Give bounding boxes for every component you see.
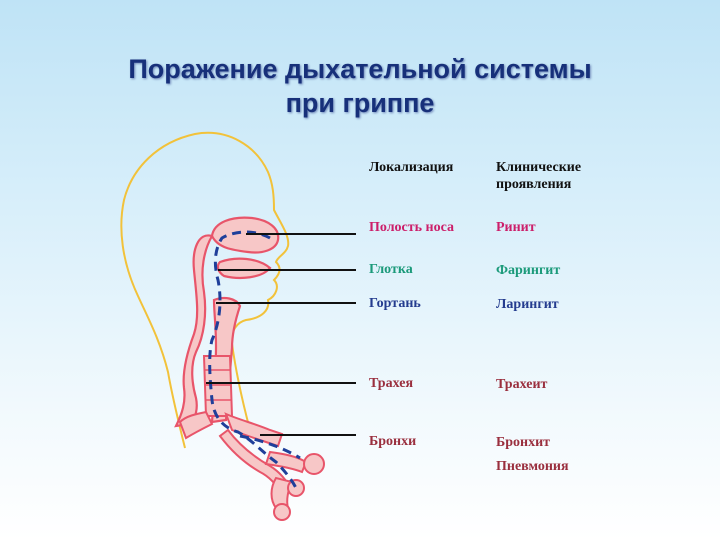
manifestation-rhinitis: Ринит	[496, 220, 536, 235]
site-trachea: Трахея	[369, 376, 414, 391]
alveolus-2	[287, 479, 305, 497]
alveolus-3	[273, 503, 291, 521]
manifestation-pharyngitis: Фарингит	[496, 263, 561, 278]
site-nasal-cavity: Полость носа	[369, 220, 455, 235]
head-outline	[120, 131, 290, 449]
site-larynx: Гортань	[369, 296, 421, 311]
nasal-cavity	[210, 216, 280, 254]
oral-cavity	[216, 257, 272, 279]
bronchial-branch-upper	[264, 450, 308, 474]
site-pharynx: Глотка	[369, 262, 413, 277]
header-clinical-2: проявления	[496, 177, 572, 192]
manifestation-pneumonia: Пневмония	[496, 459, 569, 474]
manifestation-bronchitis: Бронхит	[496, 435, 551, 450]
manifestation-tracheitis: Трахеит	[496, 377, 548, 392]
trachea	[202, 355, 234, 417]
title-line-1: Поражение дыхательной системы	[128, 54, 592, 84]
slide-title: Поражение дыхательной системы при гриппе	[0, 52, 720, 120]
left-bronchus	[178, 410, 214, 440]
alveolus-1	[303, 453, 325, 475]
manifestation-laryngitis: Ларингит	[496, 297, 559, 312]
header-localization: Локализация	[369, 160, 454, 175]
virus-spread-path	[208, 230, 301, 489]
site-bronchi: Бронхи	[369, 434, 417, 449]
title-line-2: при гриппе	[285, 88, 435, 118]
header-clinical-1: Клинические	[496, 160, 582, 175]
pharynx-wall	[174, 234, 213, 428]
